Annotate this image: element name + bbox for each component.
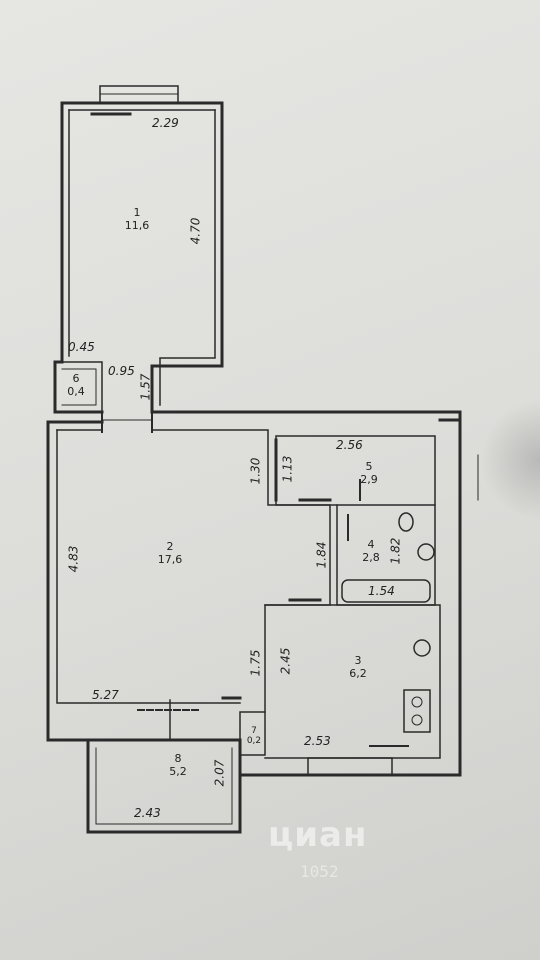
room-5-area: 2,9 <box>360 473 378 486</box>
room-1-right-wall <box>150 101 224 414</box>
room-7-area: 0,2 <box>246 736 262 746</box>
room-3-number: 3 <box>354 654 362 667</box>
toilet-icon <box>398 512 414 532</box>
room-7-label: 7 0,2 <box>244 726 264 746</box>
dim-r3-width: 2.53 <box>304 734 331 748</box>
room-6-walls <box>54 361 103 413</box>
room-3-label: 3 6,2 <box>340 654 376 680</box>
dim-r8-side: 2.07 <box>212 759 227 787</box>
dim-r2-inner: 1.84 <box>314 541 329 569</box>
cooker-icon <box>403 689 431 733</box>
room-6-number: 6 <box>72 372 80 385</box>
sink-icon <box>417 543 435 561</box>
photo-shadow <box>480 400 540 520</box>
door-room-1 <box>101 411 153 433</box>
room-4-area: 2,8 <box>362 551 380 564</box>
dim-r4-height: 1.82 <box>388 537 403 565</box>
dim-r2-width: 5.27 <box>92 688 119 702</box>
dim-r1-length: 4.70 <box>188 217 203 245</box>
stove-icon <box>413 639 431 657</box>
room-1-label: 1 11,6 <box>122 206 152 232</box>
room-8-label: 8 5,2 <box>160 752 196 778</box>
room-2-area: 17,6 <box>157 553 183 566</box>
dim-r2-length: 4.83 <box>66 545 81 573</box>
room-2-walls <box>46 420 242 742</box>
room-1-number: 1 <box>133 206 141 219</box>
room-1-walls <box>53 101 104 414</box>
room-3-area: 6,2 <box>349 667 367 680</box>
dim-r2-low: 1.75 <box>248 649 263 677</box>
room-2-label: 2 17,6 <box>152 540 188 566</box>
dim-r2-side: 1.30 <box>248 457 263 485</box>
room-8-area: 5,2 <box>169 765 187 778</box>
room-4-label: 4 2,8 <box>356 538 386 564</box>
bathtub <box>341 579 431 603</box>
dim-r1-width: 2.29 <box>152 116 179 130</box>
dim-r8-width: 2.43 <box>134 806 161 820</box>
room-7-number: 7 <box>251 726 257 736</box>
dim-bath-length: 1.54 <box>368 584 395 598</box>
room-6-label: 6 0,4 <box>62 372 90 398</box>
room-5-number: 5 <box>365 460 373 473</box>
dim-r5-side: 1.13 <box>280 455 295 483</box>
room-4-number: 4 <box>367 538 375 551</box>
window-room-3 <box>307 757 393 776</box>
room-5-label: 5 2,9 <box>354 460 384 486</box>
room-2-number: 2 <box>166 540 174 553</box>
dim-r6-a: 0.45 <box>68 340 95 354</box>
room-3-walls <box>264 604 441 759</box>
watermark-logo: циан <box>268 815 368 855</box>
room-8-number: 8 <box>174 752 182 765</box>
dim-r5-width: 2.56 <box>336 438 363 452</box>
room-1-area: 11,6 <box>124 219 150 232</box>
room-6-area: 0,4 <box>67 385 85 398</box>
dim-r6-b: 0.95 <box>108 364 135 378</box>
balcony-walls <box>86 738 242 834</box>
dim-r3-height: 2.45 <box>278 647 293 675</box>
outer-right-wall <box>238 418 462 777</box>
watermark-id: 1052 <box>300 862 339 881</box>
dim-r6-c: 1.57 <box>138 373 153 401</box>
